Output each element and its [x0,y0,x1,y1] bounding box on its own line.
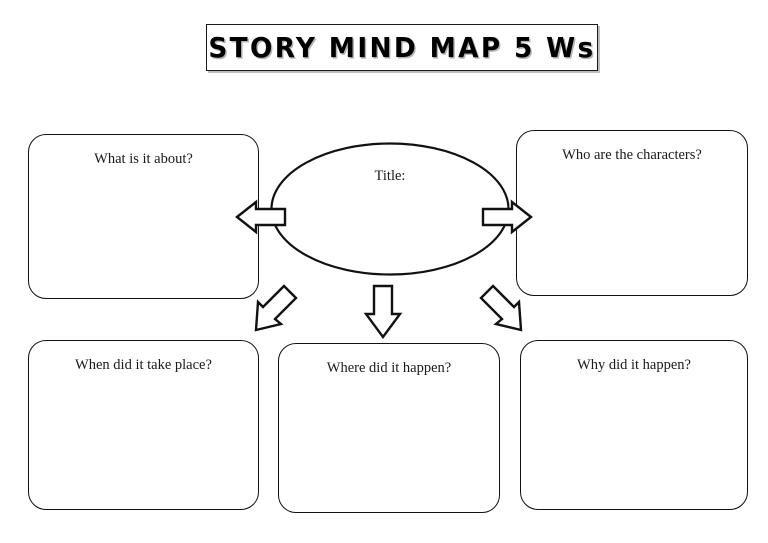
arrow-down-right-icon [479,284,523,332]
ellipse-shape [270,142,510,276]
question-box-where[interactable]: Where did it happen? [278,343,500,513]
question-label-where: Where did it happen? [326,360,452,376]
center-ellipse-label: Title: [374,168,406,184]
question-label-what: What is it about? [94,151,193,167]
question-box-why[interactable]: Why did it happen? [520,340,748,510]
title-banner: STORY MIND MAP 5 Ws [206,24,598,71]
question-box-what[interactable]: What is it about? [28,134,259,299]
question-label-why: Why did it happen? [577,357,691,373]
arrow-down-icon [363,284,403,340]
question-box-when[interactable]: When did it take place? [28,340,259,510]
question-label-who: Who are the characters? [562,147,702,163]
page-title: STORY MIND MAP 5 Ws [208,31,596,64]
center-ellipse[interactable]: Title: [270,142,510,276]
question-box-who[interactable]: Who are the characters? [516,130,748,296]
title-banner-inner: STORY MIND MAP 5 Ws [208,28,596,67]
arrow-down-left-icon [254,284,298,332]
question-label-when: When did it take place? [75,357,212,373]
